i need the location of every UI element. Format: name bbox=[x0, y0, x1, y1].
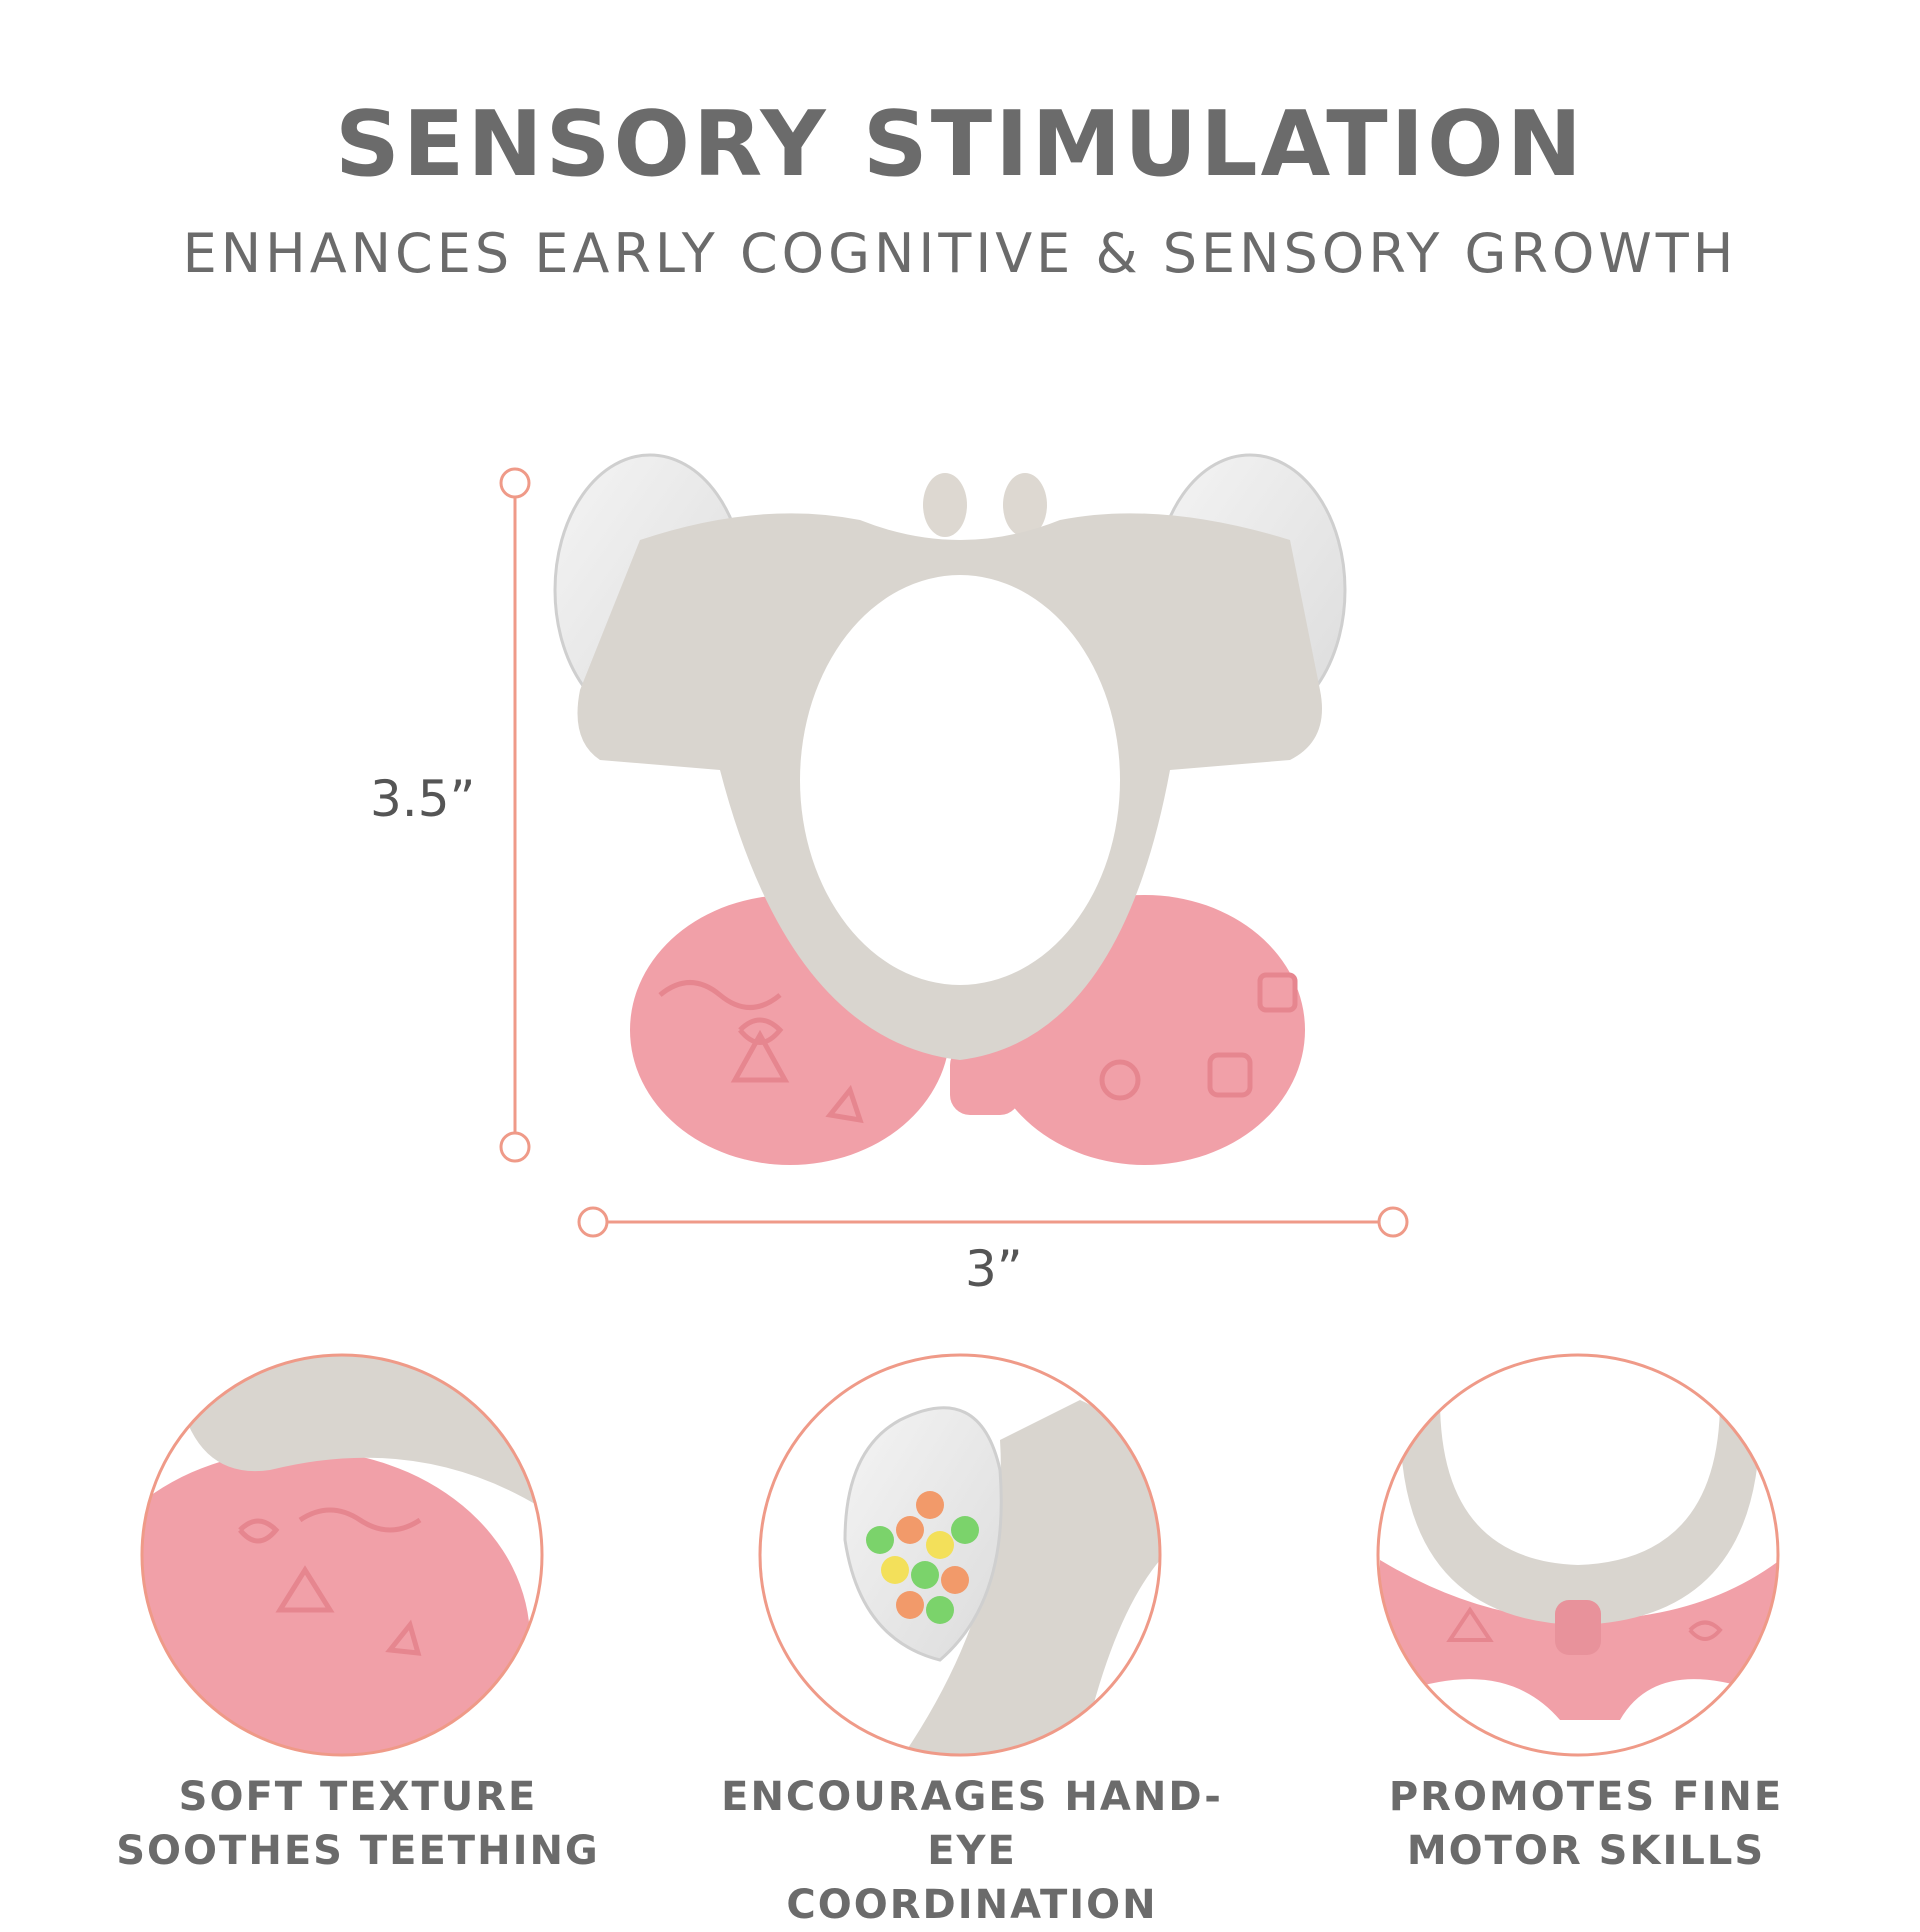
feature-caption-fine-motor: PROMOTES FINE MOTOR SKILLS bbox=[1326, 1770, 1846, 1878]
height-dimension-label: 3.5” bbox=[370, 770, 476, 828]
caption-line: SOOTHES TEETHING bbox=[116, 1828, 600, 1874]
feature-hand-eye-image bbox=[758, 1353, 1162, 1757]
caption-line: COORDINATION bbox=[786, 1882, 1158, 1928]
feature-caption-soft-texture: SOFT TEXTURE SOOTHES TEETHING bbox=[98, 1770, 618, 1878]
feature-caption-hand-eye: ENCOURAGES HAND-EYE COORDINATION bbox=[712, 1770, 1232, 1932]
feature-soft-texture-image bbox=[140, 1353, 544, 1757]
page-subtitle: ENHANCES EARLY COGNITIVE & SENSORY GROWT… bbox=[182, 222, 1738, 285]
caption-line: PROMOTES FINE bbox=[1388, 1774, 1784, 1820]
caption-line: MOTOR SKILLS bbox=[1406, 1828, 1766, 1874]
caption-line: ENCOURAGES HAND-EYE bbox=[721, 1774, 1223, 1874]
caption-line: SOFT TEXTURE bbox=[178, 1774, 538, 1820]
teether-rattle-toy bbox=[553, 453, 1347, 1165]
page-title: SENSORY STIMULATION bbox=[335, 92, 1585, 197]
width-dimension-line bbox=[577, 1206, 1409, 1238]
width-dimension-label: 3” bbox=[965, 1240, 1023, 1298]
height-dimension-line bbox=[499, 467, 531, 1163]
feature-fine-motor-image bbox=[1376, 1353, 1780, 1757]
